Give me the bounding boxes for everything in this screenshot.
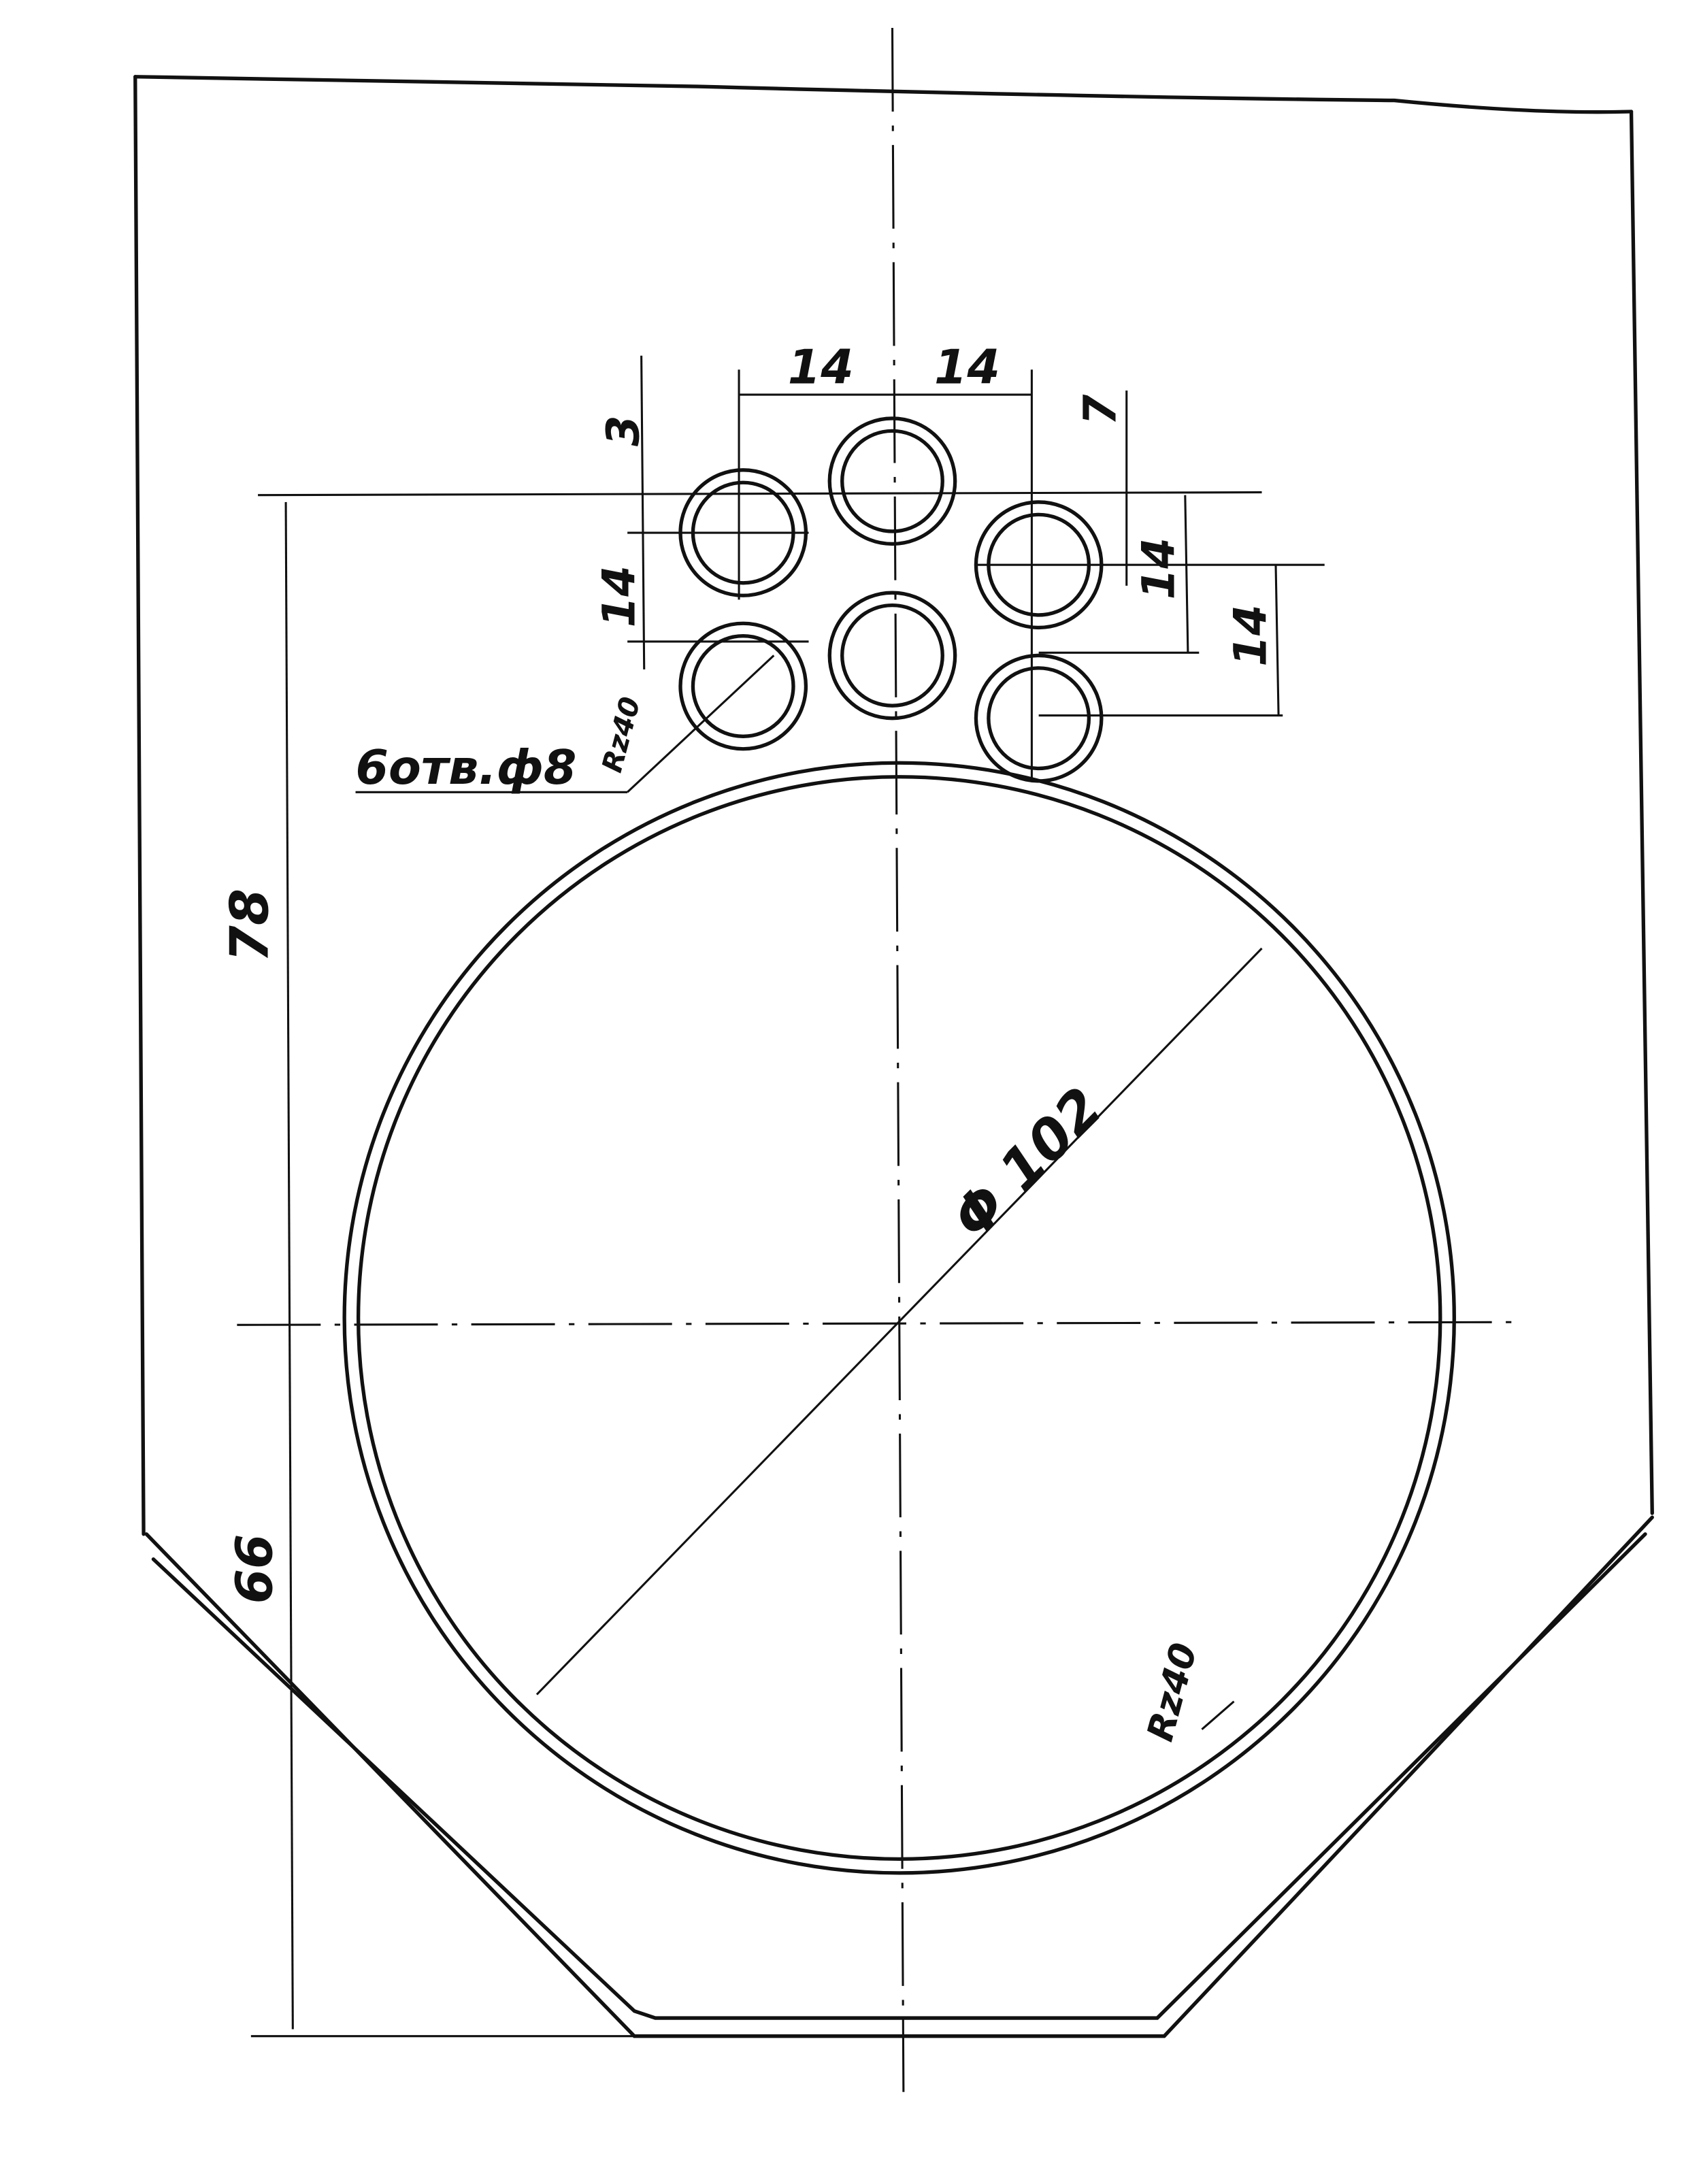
dim-vertical-pitch-far-right: 14 — [1225, 605, 1277, 667]
note-holes-roughness: Rz40 — [595, 693, 646, 776]
main-bore-circle — [342, 761, 1456, 1875]
dim-offset-7: 7 — [1074, 394, 1126, 425]
note-holes: 6отв.ф8 — [356, 740, 577, 795]
hole — [827, 591, 957, 721]
dim-hole-pitch-left: 14 — [788, 340, 854, 395]
note-bore-roughness: Rz40 — [1139, 1638, 1206, 1745]
dim-offset-3: 3 — [598, 415, 650, 446]
dim-78: 78 — [219, 889, 280, 962]
hole — [974, 653, 1104, 783]
dim-diameter-102: Φ 102 — [940, 1076, 1115, 1251]
dimension-texts: 78 66 Φ 102 14 14 3 7 14 14 14 6отв.ф8 R… — [219, 340, 1276, 1746]
dim-hole-pitch-right: 14 — [934, 340, 1000, 395]
dimension-lines — [250, 355, 1325, 2038]
centerlines — [237, 27, 1520, 2092]
dim-vertical-pitch-right: 14 — [1133, 537, 1185, 599]
part-outline — [133, 75, 1654, 2038]
hole — [678, 621, 808, 751]
dim-66: 66 — [227, 1534, 284, 1604]
hole — [827, 416, 957, 546]
dim-vertical-pitch-left: 14 — [593, 565, 645, 627]
small-holes — [678, 416, 1104, 783]
